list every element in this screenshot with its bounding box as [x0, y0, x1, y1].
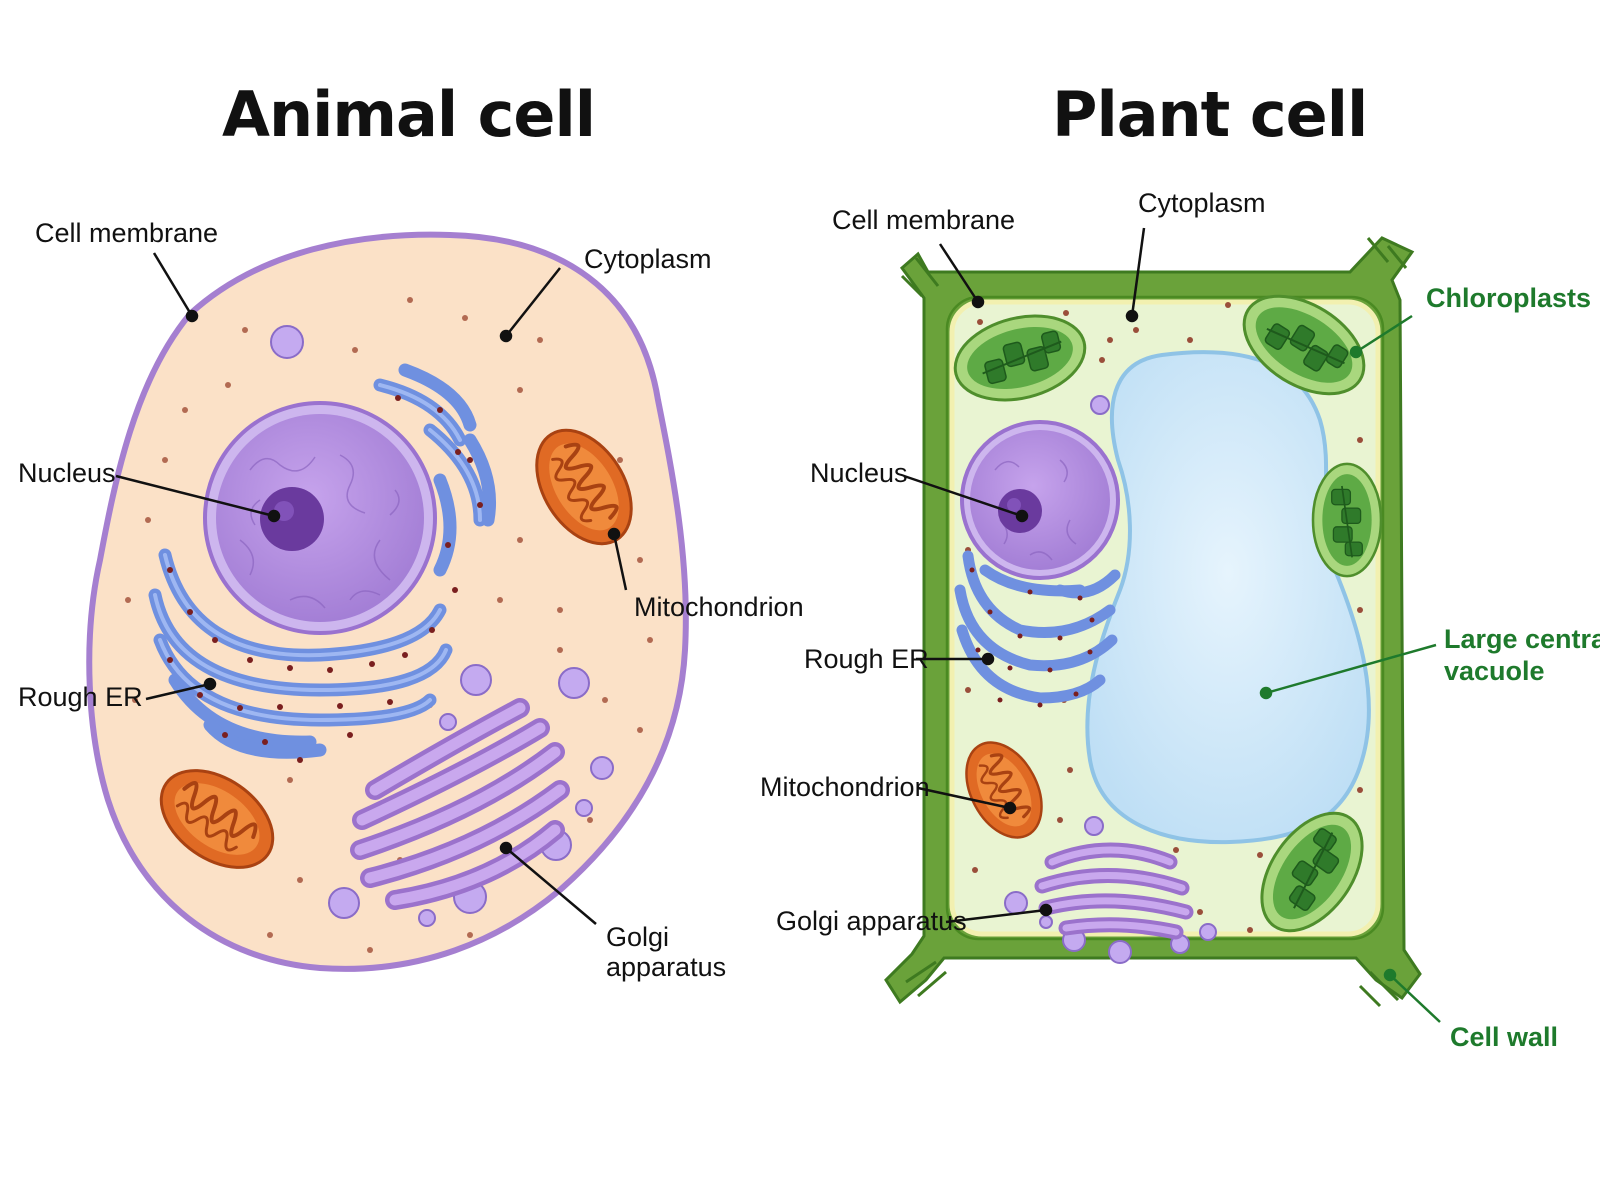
plant-golgi [1034, 842, 1194, 940]
animal-cell-title: Animal cell [222, 78, 596, 151]
plant-green-leader-lines [1259, 314, 1441, 1023]
animal-leader-lines [115, 252, 628, 925]
animal-rough-er [148, 363, 497, 759]
animal-ribosomes [167, 395, 483, 763]
plant-label-cell-wall: Cell wall [1450, 1022, 1559, 1052]
animal-label-rough-er: Rough ER [18, 682, 143, 712]
animal-nucleus [203, 401, 437, 635]
plant-chloroplast-3 [1311, 462, 1383, 578]
plant-label-mitochondrion: Mitochondrion [760, 772, 930, 802]
plant-ribosomes [969, 567, 1095, 708]
animal-label-nucleus: Nucleus [18, 458, 116, 488]
plant-label-vacuole-line2: vacuole [1444, 656, 1545, 686]
plant-nucleus [960, 420, 1120, 580]
plant-label-golgi: Golgi apparatus [776, 906, 967, 936]
animal-label-golgi-line1: Golgi [606, 922, 670, 952]
animal-label-golgi-line2: apparatus [606, 952, 727, 982]
plant-label-cytoplasm: Cytoplasm [1138, 188, 1266, 218]
animal-label-cytoplasm: Cytoplasm [584, 244, 712, 274]
animal-cell [86, 231, 689, 972]
animal-label-mitochondrion: Mitochondrion [634, 592, 804, 622]
plant-label-chloroplasts: Chloroplasts [1426, 283, 1592, 313]
animal-golgi [350, 698, 570, 910]
plant-label-vacuole-line1: Large central [1444, 624, 1600, 654]
plant-cell-title: Plant cell [1052, 78, 1368, 151]
plant-label-cell-membrane: Cell membrane [832, 205, 1016, 235]
plant-central-vacuole [1085, 350, 1371, 845]
plant-label-nucleus: Nucleus [810, 458, 908, 488]
animal-label-cell-membrane: Cell membrane [35, 218, 219, 248]
plant-cell [884, 227, 1441, 1023]
plant-leader-lines [903, 227, 1146, 924]
plant-label-rough-er: Rough ER [804, 644, 929, 674]
